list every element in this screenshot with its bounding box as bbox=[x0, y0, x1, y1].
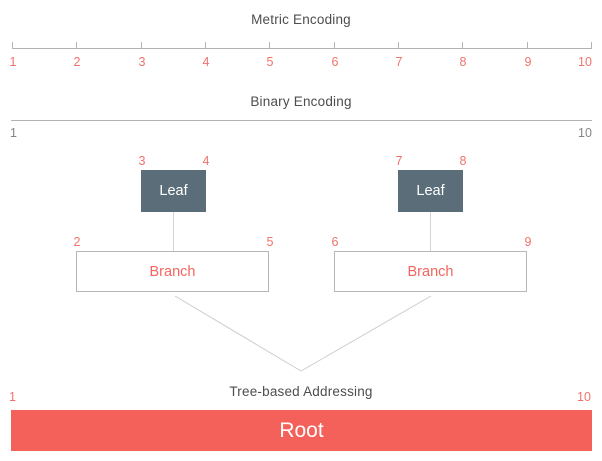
branch-label: Branch bbox=[149, 263, 196, 280]
ruler-number: 5 bbox=[266, 55, 274, 69]
metric-encoding-title: Metric Encoding bbox=[251, 12, 351, 27]
leaf-branch-connector bbox=[430, 212, 431, 252]
branch-node: Branch bbox=[334, 251, 527, 292]
ruler-tick bbox=[527, 42, 528, 49]
tree-addressing-title: Tree-based Addressing bbox=[229, 384, 373, 399]
leaf-range-number: 4 bbox=[202, 154, 210, 168]
binary-line bbox=[11, 120, 592, 121]
branch-range-number: 6 bbox=[331, 235, 339, 249]
root-right-number: 10 bbox=[577, 390, 591, 404]
ruler-number: 3 bbox=[138, 55, 146, 69]
metric-ruler-line bbox=[12, 48, 591, 49]
ruler-tick bbox=[462, 42, 463, 49]
ruler-number: 2 bbox=[73, 55, 81, 69]
ruler-number: 10 bbox=[578, 55, 592, 69]
leaf-node: Leaf bbox=[141, 170, 206, 212]
ruler-tick bbox=[398, 42, 399, 49]
ruler-number: 1 bbox=[9, 55, 17, 69]
ruler-number: 8 bbox=[459, 55, 467, 69]
branch-range-number: 2 bbox=[73, 235, 81, 249]
root-node: Root bbox=[11, 410, 592, 451]
leaf-label: Leaf bbox=[416, 183, 445, 199]
branch-node: Branch bbox=[76, 251, 269, 292]
ruler-tick bbox=[12, 42, 13, 49]
leaf-label: Leaf bbox=[159, 183, 188, 199]
ruler-number: 4 bbox=[202, 55, 210, 69]
leaf-range-number: 7 bbox=[395, 154, 403, 168]
leaf-range-number: 3 bbox=[138, 154, 146, 168]
binary-right-number: 10 bbox=[578, 126, 592, 140]
binary-encoding-title: Binary Encoding bbox=[250, 94, 352, 109]
branch-range-number: 9 bbox=[524, 235, 532, 249]
binary-left-number: 1 bbox=[10, 126, 17, 140]
root-left-number: 1 bbox=[9, 390, 16, 404]
ruler-number: 6 bbox=[331, 55, 339, 69]
leaf-branch-connector bbox=[173, 212, 174, 252]
ruler-tick bbox=[205, 42, 206, 49]
leaf-range-number: 8 bbox=[459, 154, 467, 168]
ruler-number: 9 bbox=[524, 55, 532, 69]
ruler-tick bbox=[334, 42, 335, 49]
root-label: Root bbox=[279, 418, 324, 442]
ruler-number: 7 bbox=[395, 55, 403, 69]
branch-label: Branch bbox=[407, 263, 454, 280]
ruler-tick bbox=[591, 42, 592, 49]
ruler-tick bbox=[141, 42, 142, 49]
ruler-tick bbox=[76, 42, 77, 49]
branch-range-number: 5 bbox=[266, 235, 274, 249]
leaf-node: Leaf bbox=[398, 170, 463, 212]
ruler-tick bbox=[269, 42, 270, 49]
